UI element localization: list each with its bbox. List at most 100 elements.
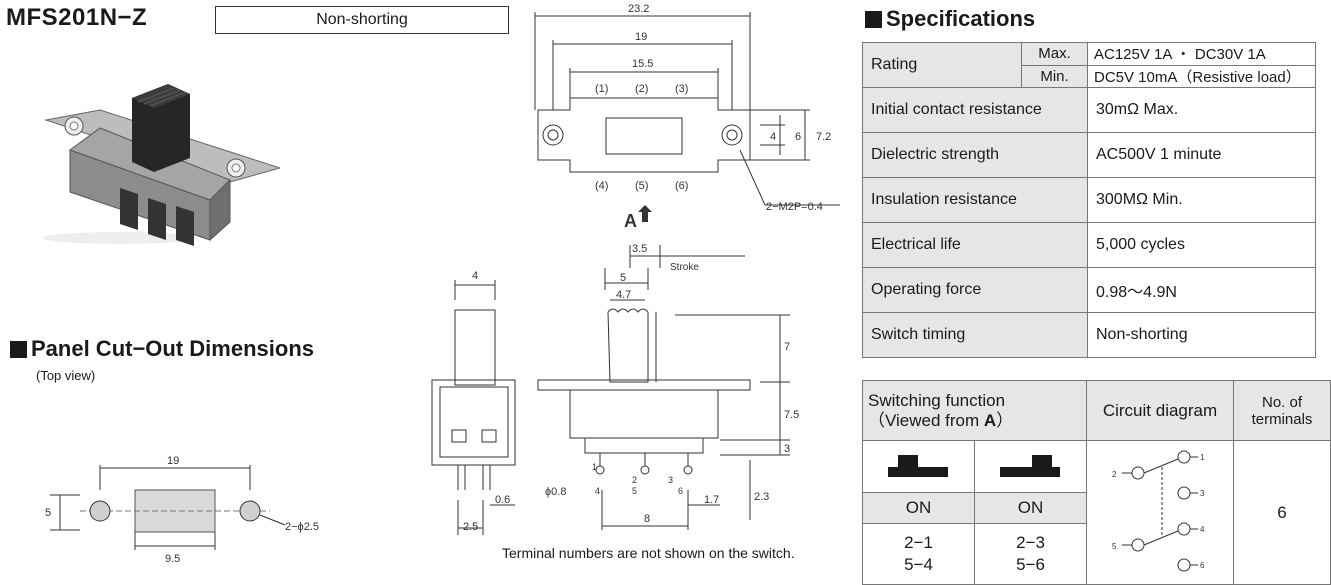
dim-2-5: 2.5 xyxy=(463,521,478,533)
spec-row: Operating force 0.98〜4.9N xyxy=(862,267,1316,313)
spec-row: Initial contact resistance 30mΩ Max. xyxy=(862,87,1316,133)
spec-value: 0.98〜4.9N xyxy=(1087,267,1316,313)
dim-15-5: 15.5 xyxy=(632,58,653,70)
term-1: (1) xyxy=(595,83,608,95)
view-a-label: A xyxy=(624,211,637,231)
sf-header-a: A xyxy=(983,410,997,430)
term-3: (3) xyxy=(675,83,688,95)
terminals-header-line1: No. of xyxy=(1261,393,1303,411)
term-5: (5) xyxy=(635,180,648,192)
slider-right-icon xyxy=(999,455,1060,478)
dim-23-2: 23.2 xyxy=(628,3,649,15)
spec-row: Insulation resistance 300MΩ Min. xyxy=(862,177,1316,223)
specs-title: Specifications xyxy=(865,6,1035,32)
connection-1: 2−1 5−4 xyxy=(862,523,975,585)
switch-position-1 xyxy=(862,439,975,494)
spec-label: Dielectric strength xyxy=(862,132,1088,178)
dim-7-5: 7.5 xyxy=(784,409,799,421)
panel-title-text: Panel Cut−Out Dimensions xyxy=(31,336,314,361)
dim-19: 19 xyxy=(167,455,179,467)
on-label-2: ON xyxy=(974,492,1087,525)
spec-row: Electrical life 5,000 cycles xyxy=(862,222,1316,268)
connection-1b: 5−4 xyxy=(904,555,933,575)
switching-function-header: Switching function （Viewed from A） xyxy=(862,380,1087,441)
hole-spec: 2−ϕ2.5 xyxy=(285,521,319,533)
sf-header-line2a: （Viewed from xyxy=(868,410,984,430)
dim-7-2: 7.2 xyxy=(816,131,831,143)
min-label: Min. xyxy=(1021,64,1088,88)
dim-7: 7 xyxy=(784,341,790,353)
specifications-table: Rating Max. AC125V 1A ・ DC30V 1A Min. DC… xyxy=(862,42,1316,358)
section-marker-icon xyxy=(865,10,882,28)
circuit-t6: 6 xyxy=(1200,561,1205,570)
pin-1: 1 xyxy=(592,462,597,472)
terminals-header: No. of terminals xyxy=(1233,380,1331,441)
connection-1a: 2−1 xyxy=(904,533,933,553)
panel-title: Panel Cut−Out Dimensions xyxy=(10,336,314,362)
term-2: (2) xyxy=(635,83,648,95)
dim-5: 5 xyxy=(45,507,51,519)
dim-1-7: 1.7 xyxy=(704,494,719,506)
specs-title-text: Specifications xyxy=(886,6,1036,31)
product-photo xyxy=(42,84,280,246)
dim-3-5: 3.5 xyxy=(632,243,647,255)
circuit-diagram: 2 1 3 5 4 6 xyxy=(1112,450,1205,572)
dim-4-7: 4.7 xyxy=(616,289,631,301)
rating-label: Rating xyxy=(862,42,1022,88)
type-label-box: Non-shorting xyxy=(215,6,509,34)
section-marker-icon xyxy=(10,340,27,358)
connection-2: 2−3 5−6 xyxy=(974,523,1087,585)
term-4: (4) xyxy=(595,180,608,192)
max-value: AC125V 1A ・ DC30V 1A xyxy=(1087,42,1316,66)
pin-2: 2 xyxy=(632,475,637,485)
switching-function-table: Switching function （Viewed from A） Circu… xyxy=(862,380,1331,585)
term-6: (6) xyxy=(675,180,688,192)
dim-4-top: 4 xyxy=(770,131,776,143)
dim-phi-0-8: ϕ0.8 xyxy=(545,486,566,498)
stroke-label: Stroke xyxy=(670,262,699,273)
pin-6: 6 xyxy=(678,486,683,496)
circuit-t4: 4 xyxy=(1200,525,1205,534)
dim-9-5: 9.5 xyxy=(165,553,180,565)
slider-left-icon xyxy=(887,455,948,478)
pin-5: 5 xyxy=(632,486,637,496)
pin-4: 4 xyxy=(595,486,600,496)
terminals-header-line2: terminals xyxy=(1251,410,1313,428)
dim-5-front: 5 xyxy=(620,272,626,284)
spec-label: Electrical life xyxy=(862,222,1088,268)
dim-19-top: 19 xyxy=(635,31,647,43)
spec-value: AC500V 1 minute xyxy=(1087,132,1316,178)
spec-label: Operating force xyxy=(862,267,1088,313)
panel-cutout-drawing: 19 5 9.5 2−ϕ2.5 xyxy=(45,455,319,565)
spec-value: Non-shorting xyxy=(1087,312,1316,358)
panel-subtitle: (Top view) xyxy=(36,368,96,383)
min-value: DC5V 10mA（Resistive load） xyxy=(1087,64,1316,88)
circuit-t3: 3 xyxy=(1200,489,1205,498)
spec-value: 30mΩ Max. xyxy=(1087,87,1316,133)
pin-3: 3 xyxy=(668,475,673,485)
dim-2-3: 2.3 xyxy=(754,491,769,503)
dim-6-top: 6 xyxy=(795,131,801,143)
dim-0-6: 0.6 xyxy=(495,494,510,506)
spec-value: 300MΩ Min. xyxy=(1087,177,1316,223)
connection-2a: 2−3 xyxy=(1016,533,1045,553)
spec-label: Initial contact resistance xyxy=(862,87,1088,133)
circuit-t5: 5 xyxy=(1112,542,1117,551)
circuit-diagram-cell: 2 1 3 5 4 6 xyxy=(1086,440,1234,585)
sf-header-line2b: ） xyxy=(996,410,1014,430)
circuit-t2: 2 xyxy=(1112,470,1117,479)
spec-label: Insulation resistance xyxy=(862,177,1088,223)
on-label-1: ON xyxy=(862,492,975,525)
model-number: MFS201N−Z xyxy=(6,4,148,31)
switch-position-2 xyxy=(974,439,1087,494)
terminal-footnote: Terminal numbers are not shown on the sw… xyxy=(502,545,795,561)
technical-drawing: 23.2 19 15.5 (1) (2) (3) (4) (5) (6) 4 6… xyxy=(431,3,840,535)
connection-2b: 5−6 xyxy=(1016,555,1045,575)
max-label: Max. xyxy=(1021,42,1088,66)
type-label: Non-shorting xyxy=(316,11,408,28)
spec-row: Switch timing Non-shorting xyxy=(862,312,1316,358)
dim-3: 3 xyxy=(784,443,790,455)
dim-8: 8 xyxy=(644,513,650,525)
spec-value: 5,000 cycles xyxy=(1087,222,1316,268)
screw-spec: 2−M2P=0.4 xyxy=(766,201,823,213)
